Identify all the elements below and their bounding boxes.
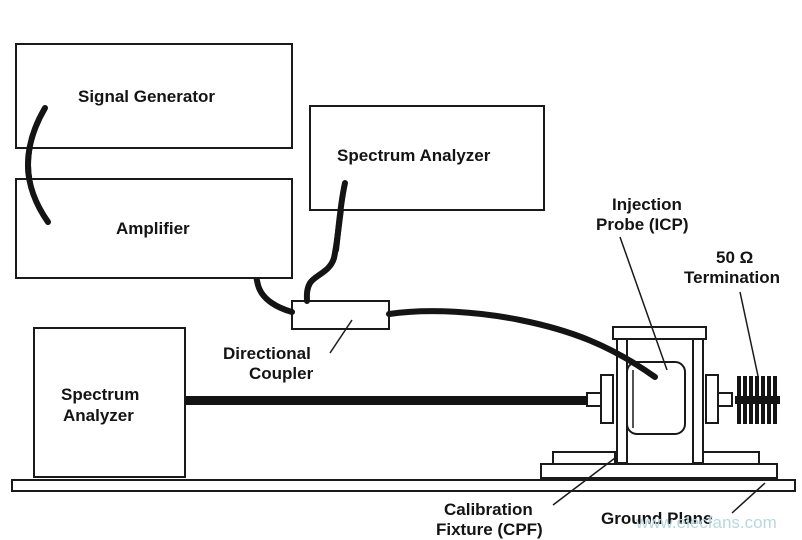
spectrum-analyzer-bottom-box [33, 327, 186, 478]
spectrum-analyzer-top-box [309, 105, 545, 211]
amplifier-box [15, 178, 293, 279]
leader-ground-plane [731, 482, 766, 514]
termination-load [735, 376, 780, 424]
fixture-connector-right-pin [717, 392, 733, 407]
fixture-connector-left [600, 374, 614, 424]
fixture-connector-right [705, 374, 719, 424]
watermark: www.elecfans.com [636, 513, 777, 532]
fixture-connector-left-pin [586, 392, 602, 407]
cable-analyzer-to-fixture [186, 396, 588, 405]
label-ground-plane: Ground Plane [601, 509, 713, 528]
fixture-foot-left [552, 451, 616, 465]
fixture-post-right [692, 338, 704, 464]
leader-fixture [552, 457, 616, 506]
directional-coupler [291, 300, 390, 330]
leader-termination [739, 291, 759, 377]
label-amplifier: Amplifier [116, 219, 190, 238]
label-directional-coupler-2: Coupler [249, 364, 314, 383]
fixture-base [540, 463, 778, 479]
ground-plane [11, 479, 796, 492]
leader-probe [619, 236, 668, 371]
fixture-top-bar [612, 326, 707, 340]
label-directional-coupler-1: Directional [223, 344, 311, 363]
fixture-foot-right [696, 451, 760, 465]
label-injection-probe-2: Probe (ICP) [596, 215, 689, 234]
signal-generator-box [15, 43, 293, 149]
label-spectrum-analyzer-bottom-2: Analyzer [63, 406, 134, 425]
label-calibration-fixture-1: Calibration [444, 500, 533, 519]
label-signal-generator: Signal Generator [78, 87, 215, 106]
cable-coupler-to-probe [386, 308, 658, 380]
label-spectrum-analyzer-top: Spectrum Analyzer [337, 146, 491, 165]
injection-probe [626, 361, 686, 435]
label-spectrum-analyzer-bottom-1: Spectrum [61, 385, 140, 404]
label-termination-1: 50 Ω [716, 248, 754, 267]
label-termination-2: Termination [684, 268, 781, 287]
leader-coupler [329, 319, 353, 354]
label-injection-probe-1: Injection [612, 195, 682, 214]
label-calibration-fixture-2: Fixture (CPF) [436, 520, 543, 539]
